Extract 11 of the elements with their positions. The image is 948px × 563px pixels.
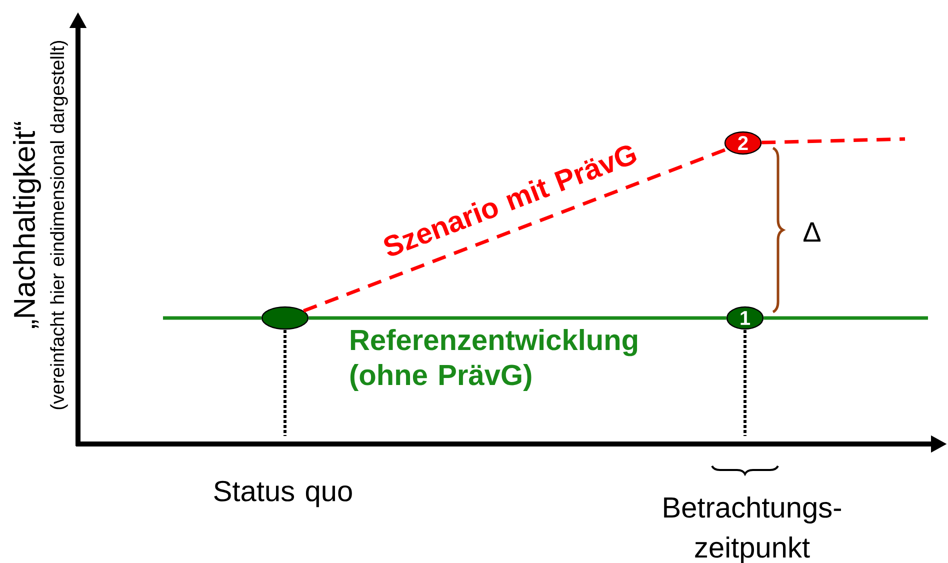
connector-line [163, 316, 262, 320]
delta-label: Δ [803, 222, 820, 242]
connector-line [308, 316, 726, 320]
edge-label: Referenzentwicklung (ohne PrävG) [350, 329, 638, 392]
marker-circle [261, 306, 309, 330]
connector-line [764, 316, 928, 320]
time-label: Status quo [214, 480, 352, 508]
connector-line [303, 147, 728, 313]
axis-label: (vereinfacht hier eindimensional dargestellt) [50, 40, 68, 410]
connector-line [762, 137, 906, 144]
axis-label: „Nachhaltigkeit“ [13, 122, 41, 328]
